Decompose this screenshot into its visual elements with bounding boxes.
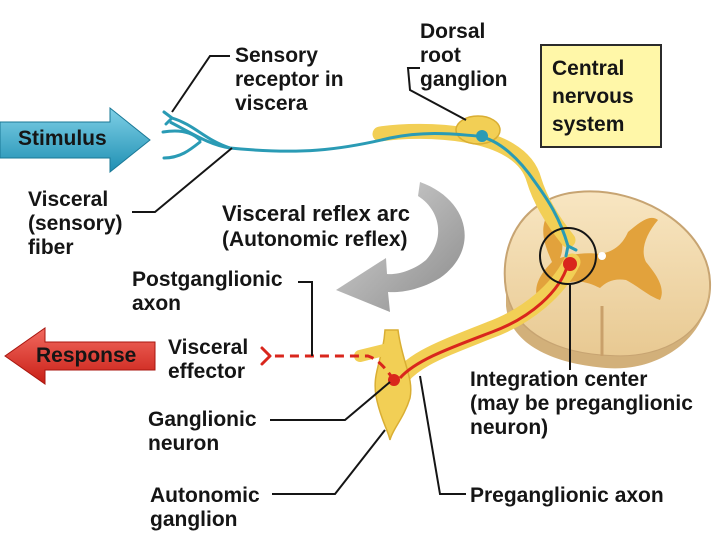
leader-lines [132,55,571,495]
leader-preganglionic-axon [419,375,466,495]
ganglion-branch [354,342,398,362]
ganglionic-neuron-label: Ganglionic neuron [148,408,257,455]
leader-autonomic-ganglion [272,429,386,495]
leader-dorsal-root-ganglion [406,67,467,121]
stimulus-label: Stimulus [18,127,107,150]
visceral-effector-label: Visceral effector [168,336,249,383]
preganglionic-fiber-path [398,263,570,380]
response-arrow [4,327,156,385]
arc-title: Visceral reflex arc [222,201,410,226]
spinal-cord-shadow [506,284,711,369]
reflex-flow-arrow [336,182,465,312]
stimulus-arrow [0,106,151,174]
sensory-receptor-label: Sensory receptor in viscera [235,44,344,115]
effector-tip [260,346,272,366]
preganglionic-cell-body [563,257,577,271]
receptor-branches [161,110,232,160]
leader-sensory-receptor [171,55,230,113]
preganglionic-axon-label: Preganglionic axon [470,484,664,507]
leader-visceral-fiber [132,147,233,213]
integration-center-label: Integration center (may be preganglionic… [470,368,693,439]
postganglionic-axon-path [270,354,396,381]
dorsal-root-ganglion-label: Dorsal root ganglion [420,20,508,91]
sensory-cell-body [476,130,488,142]
autonomic-ganglion-label: Autonomic ganglion [150,484,260,531]
dorsal-root [372,123,576,248]
integration-center-circle [539,227,597,285]
postganglionic-axon-label: Postganglionic axon [132,268,283,315]
sensory-terminal [564,244,578,258]
dorsal-root-ganglion-body [455,115,501,145]
cns-label: Central nervous system [552,57,634,136]
leader-ganglionic-neuron [270,381,391,421]
response-label: Response [36,344,137,367]
central-canal [598,252,606,260]
cns-box [540,44,662,148]
visceral-fiber-label: Visceral (sensory) fiber [28,188,123,259]
leader-postganglionic-axon [298,281,313,356]
arc-subtitle: (Autonomic reflex) [222,228,408,251]
